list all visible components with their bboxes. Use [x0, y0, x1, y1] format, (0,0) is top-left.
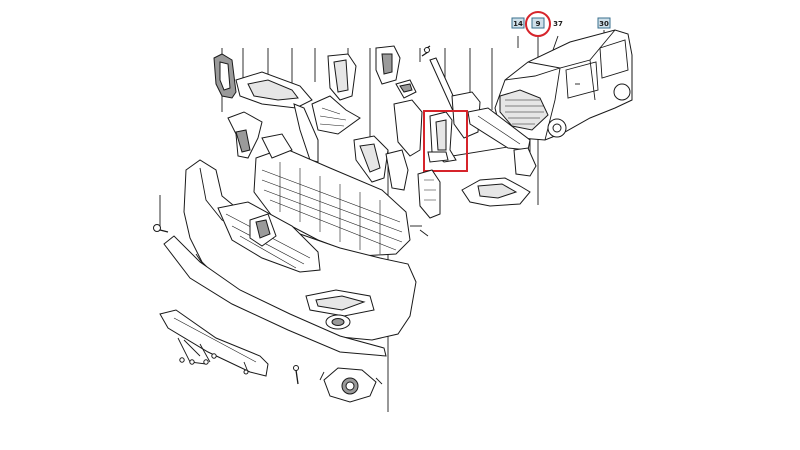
callout-box: [511, 17, 525, 29]
duct-center: [385, 99, 423, 191]
screw-bottom: [293, 365, 299, 385]
callout-label: 14: [513, 20, 523, 28]
fog-lamp-assembly: [319, 367, 383, 403]
front-bumper-cover: [183, 159, 417, 341]
callout-30[interactable]: 30: [597, 17, 611, 29]
bracket-left: [227, 111, 263, 159]
under-tray-right: [461, 177, 531, 207]
side-bracket: [293, 103, 319, 163]
fog-lamp-bezel: [235, 71, 313, 109]
callout-14[interactable]: 14: [511, 17, 525, 29]
callout-label: 9: [536, 20, 541, 28]
grille-insert: [311, 95, 361, 135]
center-bracket-small: [375, 45, 401, 85]
callout-9[interactable]: 9: [525, 11, 551, 37]
highlight-box: [423, 110, 468, 172]
vehicle-illustration: [494, 29, 633, 141]
highlight-circle: [525, 11, 551, 37]
callout-label: 37: [553, 20, 563, 28]
lower-spoiler: [163, 235, 387, 357]
callout-box: [597, 17, 611, 29]
vertical-duct: [417, 169, 441, 219]
callout-label: 30: [599, 20, 609, 28]
callout-37[interactable]: 37: [553, 20, 563, 28]
upper-bracket: [327, 53, 357, 101]
bracket-far-right: [513, 147, 537, 177]
clip: [421, 45, 431, 57]
connector-block: [395, 79, 417, 99]
skid-plate: [159, 309, 269, 377]
callout-box: [531, 17, 545, 29]
fog-lamp-surround-left: [213, 53, 237, 99]
air-guide-bracket-highlighted[interactable]: [423, 110, 468, 172]
lower-grille: [253, 133, 411, 257]
screw-left: [153, 224, 169, 233]
duct-left: [353, 135, 389, 183]
clip-set: [177, 337, 249, 375]
